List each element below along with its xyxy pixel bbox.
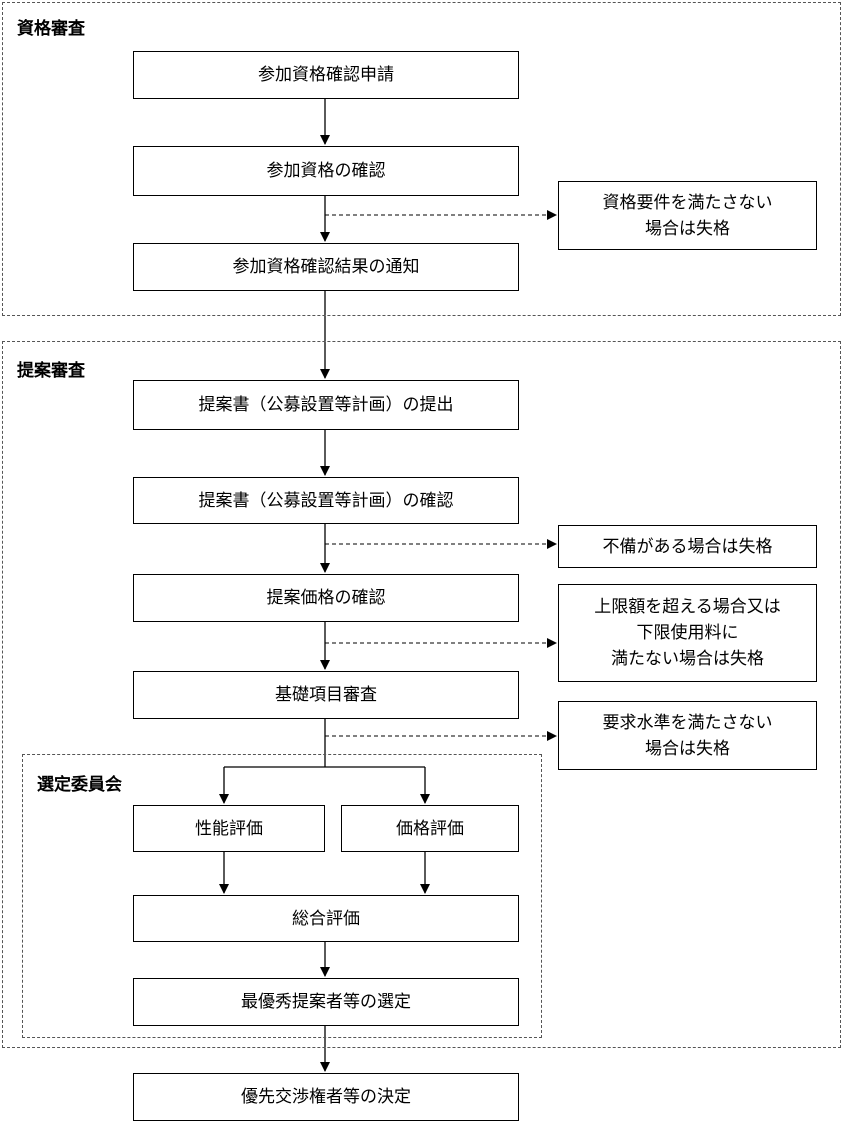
group-proposal [2,341,841,1048]
step-check: 提案書（公募設置等計画）の確認 [133,477,519,524]
step-apply: 参加資格確認申請 [133,51,519,99]
step-confirm: 参加資格の確認 [133,146,519,196]
step-price-eval: 価格評価 [341,805,519,852]
group-qualification [2,2,841,316]
note-disq-incomplete: 不備がある場合は失格 [558,525,817,568]
step-performance: 性能評価 [133,805,325,852]
note-disq-level: 要求水準を満たさない 場合は失格 [558,701,817,770]
step-notify: 参加資格確認結果の通知 [133,243,519,291]
step-decide: 優先交渉権者等の決定 [133,1073,519,1121]
step-select: 最優秀提案者等の選定 [133,978,519,1026]
step-overall: 総合評価 [133,895,519,942]
group-proposal-label: 提案審査 [17,361,85,381]
step-submit: 提案書（公募設置等計画）の提出 [133,380,519,430]
group-qualification-label: 資格審査 [17,19,85,39]
note-disq-qualification: 資格要件を満たさない 場合は失格 [558,181,817,250]
group-committee-label: 選定委員会 [37,775,122,795]
step-basic: 基礎項目審査 [133,671,519,719]
step-price-check: 提案価格の確認 [133,574,519,622]
note-disq-price: 上限額を超える場合又は 下限使用料に 満たない場合は失格 [558,584,817,682]
group-committee [22,754,542,1038]
